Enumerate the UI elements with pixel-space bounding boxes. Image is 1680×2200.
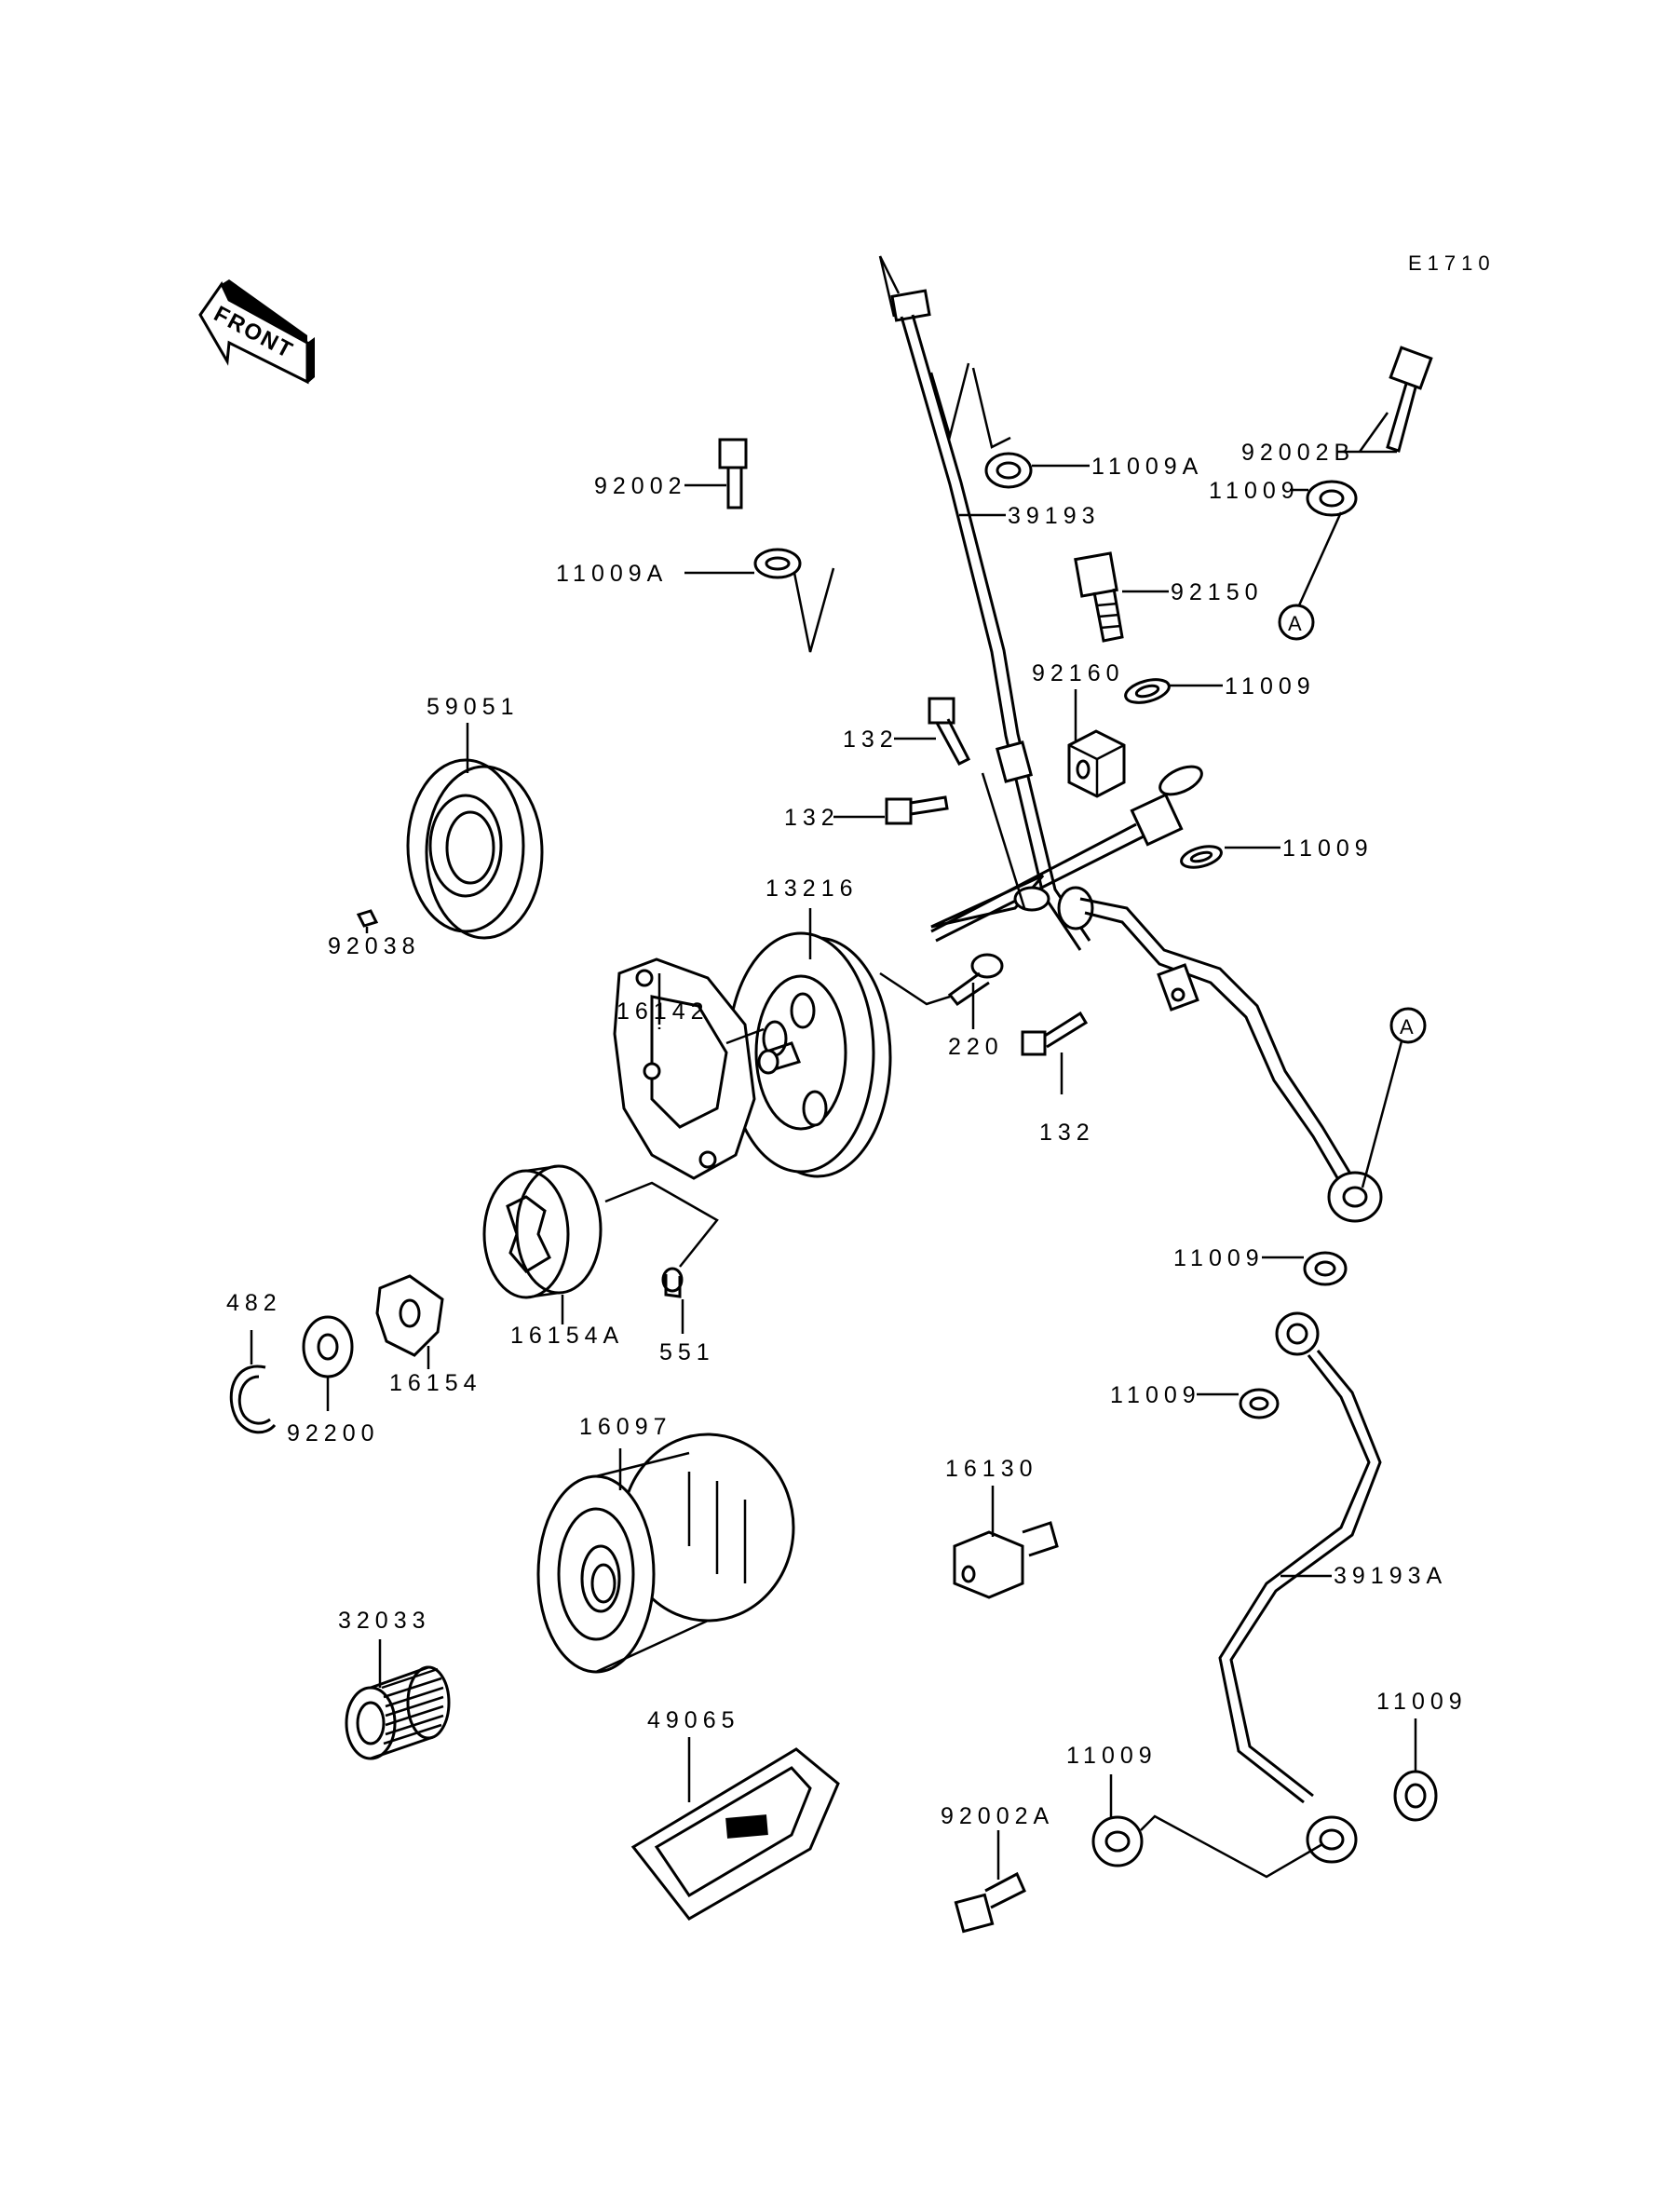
part-label-11009-bot[interactable]: 11009 [1066,1743,1158,1769]
washer-92200 [302,1315,354,1378]
oil-pipe-39193a [1218,1311,1382,1864]
ref-marker-a-right [1389,1007,1427,1044]
gasket-11009a-mid [753,548,802,579]
part-label-39193[interactable]: 39193 [1008,503,1101,529]
part-label-11009-low1[interactable]: 11009 [1173,1245,1265,1271]
part-label-132-a[interactable]: 132 [843,727,899,753]
outer-rotor-16154a [482,1164,603,1299]
nipple-16130 [953,1521,1059,1599]
part-label-49065[interactable]: 49065 [647,1707,740,1733]
bolt-92002b [1358,346,1433,453]
gear-13216 [726,931,892,1178]
ref-marker-a-top-label: A [1288,612,1302,635]
part-label-39193a[interactable]: 39193A [1334,1563,1447,1589]
bolt-92002a [954,1871,1026,1934]
part-label-32033[interactable]: 32033 [338,1608,431,1634]
key-92038 [356,909,379,928]
part-label-92038[interactable]: 92038 [328,933,421,959]
part-label-16142[interactable]: 16142 [616,998,710,1025]
circlip-482 [229,1365,277,1434]
part-label-220[interactable]: 220 [948,1034,1004,1060]
inner-rotor-16154 [375,1274,444,1357]
gasket-11009-mid1 [1124,678,1171,704]
part-label-16154a[interactable]: 16154A [510,1323,624,1349]
part-label-132-c[interactable]: 132 [1039,1120,1095,1146]
part-label-92002b[interactable]: 92002B [1241,440,1355,466]
diagram-code: E1710 [1408,251,1496,275]
part-label-11009-mid1[interactable]: 11009 [1225,673,1316,699]
bolt-132-a [928,697,971,766]
screen-49065 [630,1747,840,1921]
oil-pipe-39193 [878,255,1383,1223]
part-label-11009-right[interactable]: 11009 [1376,1689,1468,1715]
part-label-551[interactable]: 551 [659,1339,715,1365]
part-label-11009-mid2[interactable]: 11009 [1282,835,1374,862]
pin-551 [661,1267,684,1298]
ref-marker-a-top [1278,604,1315,641]
part-label-482[interactable]: 482 [226,1290,282,1316]
part-label-92150[interactable]: 92150 [1171,579,1264,605]
gasket-11009-mid2 [1180,845,1223,869]
oil-pipe-branch [930,765,1203,943]
part-label-16154[interactable]: 16154 [389,1370,482,1396]
part-label-92002[interactable]: 92002 [594,473,687,499]
spring-32033 [345,1665,451,1760]
bolt-92150 [1074,551,1124,643]
part-label-92200[interactable]: 92200 [287,1420,380,1446]
part-label-92160[interactable]: 92160 [1032,660,1125,686]
bolt-132-c [1021,1011,1089,1056]
gasket-11009-right [1393,1770,1438,1822]
part-label-11009-top[interactable]: 11009 [1209,478,1300,504]
gasket-11009-bot [1091,1815,1144,1867]
gear-59051 [406,758,544,940]
front-arrow-icon: FRONT [198,279,315,385]
part-label-11009a-top[interactable]: 11009A [1091,454,1203,480]
gasket-11009-top [1306,480,1358,517]
part-label-92002a[interactable]: 92002A [941,1803,1054,1829]
part-label-132-b[interactable]: 132 [784,805,840,831]
part-label-11009a-mid[interactable]: 11009A [556,561,668,587]
part-label-16130[interactable]: 16130 [945,1456,1038,1482]
screw-220 [947,953,1004,1007]
gasket-11009-low1 [1303,1251,1348,1286]
bolt-132-b [885,795,949,825]
bolt-92002 [718,438,748,509]
part-label-11009-low2[interactable]: 11009 [1110,1382,1201,1408]
part-label-13216[interactable]: 13216 [765,876,859,902]
ref-marker-a-right-label: A [1400,1015,1414,1039]
gasket-11009a-top [984,452,1033,489]
oil-filter-16097 [536,1433,795,1674]
pump-cover-16142 [613,957,756,1180]
gasket-11009-low2 [1239,1388,1280,1419]
part-label-16097[interactable]: 16097 [579,1414,672,1440]
part-label-59051[interactable]: 59051 [427,694,520,720]
block-92160 [1067,729,1126,798]
